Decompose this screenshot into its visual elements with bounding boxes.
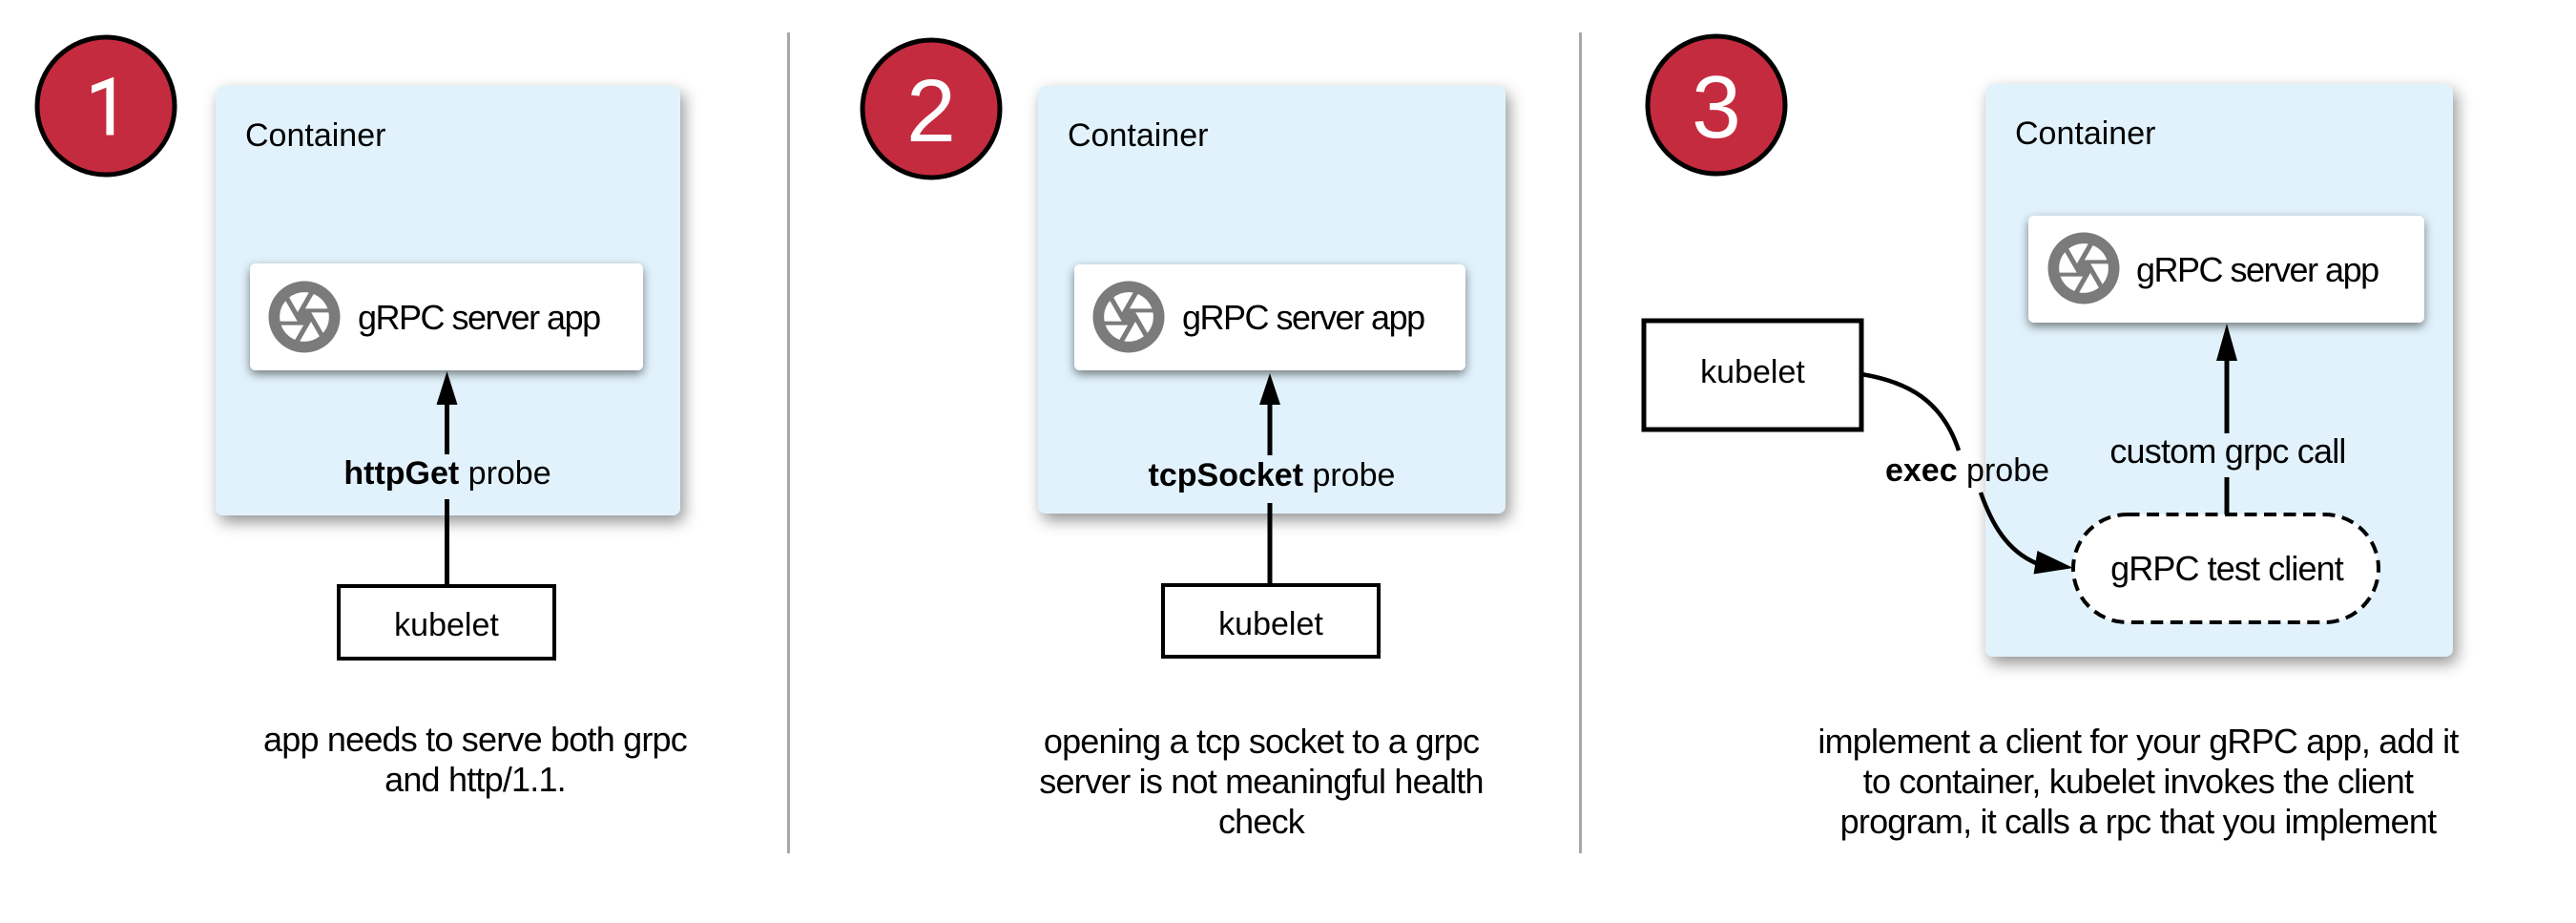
svg-text:exec probe: exec probe bbox=[1885, 452, 2049, 489]
svg-text:app needs to serve both grpc: app needs to serve both grpc bbox=[263, 720, 688, 759]
svg-text:3: 3 bbox=[1692, 57, 1741, 157]
svg-text:gRPC server app: gRPC server app bbox=[358, 298, 600, 337]
svg-text:2: 2 bbox=[906, 61, 956, 160]
svg-text:kubelet: kubelet bbox=[1700, 354, 1805, 390]
svg-text:Container: Container bbox=[245, 117, 385, 154]
svg-text:and http/1.1.: and http/1.1. bbox=[384, 760, 566, 799]
svg-text:server is not meaningful healt: server is not meaningful health bbox=[1039, 762, 1483, 801]
svg-text:kubelet: kubelet bbox=[1218, 606, 1323, 642]
svg-text:check: check bbox=[1218, 802, 1306, 841]
svg-text:opening a tcp socket to a grpc: opening a tcp socket to a grpc bbox=[1044, 722, 1480, 761]
svg-text:custom grpc call: custom grpc call bbox=[2109, 431, 2345, 471]
svg-text:httpGet probe: httpGet probe bbox=[343, 455, 551, 492]
svg-text:to container, kubelet invokes: to container, kubelet invokes the client bbox=[1863, 762, 2414, 801]
svg-text:program, it calls a rpc that y: program, it calls a rpc that you impleme… bbox=[1840, 802, 2437, 841]
svg-text:Container: Container bbox=[2015, 115, 2155, 152]
svg-text:kubelet: kubelet bbox=[394, 607, 499, 643]
svg-text:gRPC server app: gRPC server app bbox=[2136, 250, 2379, 289]
svg-text:tcpSocket probe: tcpSocket probe bbox=[1149, 457, 1396, 493]
svg-text:gRPC server app: gRPC server app bbox=[1182, 298, 1424, 337]
svg-text:implement a client for your gR: implement a client for your gRPC app, ad… bbox=[1818, 722, 2459, 761]
svg-text:Container: Container bbox=[1068, 117, 1208, 154]
svg-text:gRPC test client: gRPC test client bbox=[2110, 549, 2344, 588]
